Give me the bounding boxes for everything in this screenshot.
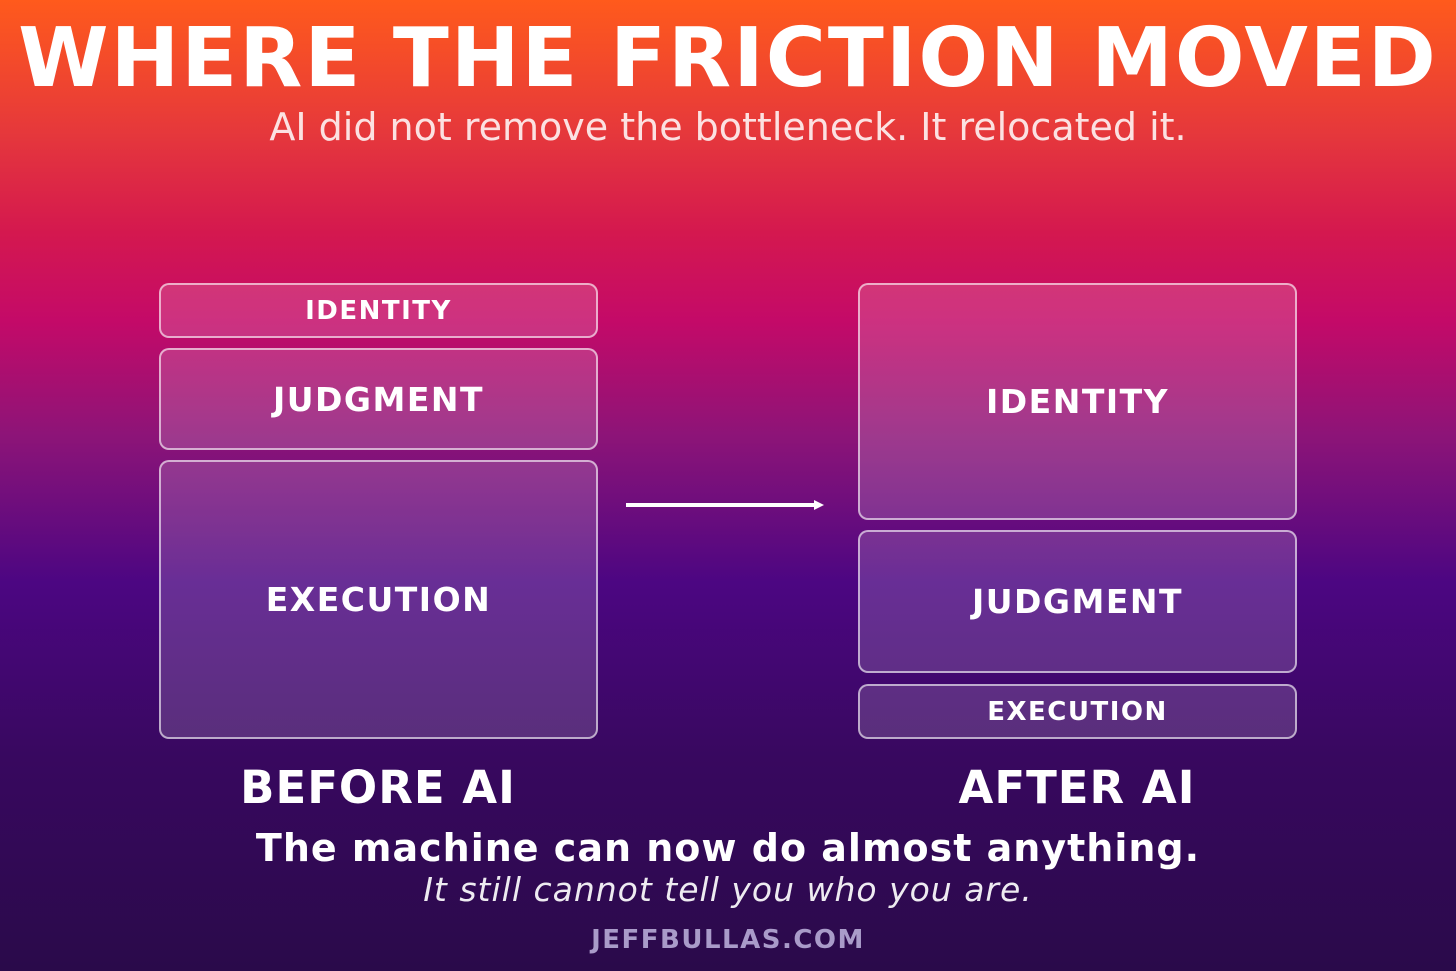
page-subtitle: AI did not remove the bottleneck. It rel… (269, 105, 1187, 149)
before-identity-block: IDENTITY (159, 283, 598, 338)
after-execution-label: EXECUTION (987, 696, 1168, 727)
after-identity-block: IDENTITY (858, 283, 1297, 520)
before-ai-label: BEFORE AI (240, 761, 516, 814)
site-credit: JEFFBULLAS.COM (591, 925, 865, 955)
page-title: WHERE THE FRICTION MOVED (18, 11, 1438, 106)
before-execution-block: EXECUTION (159, 460, 598, 739)
tagline-subtext: It still cannot tell you who you are. (423, 870, 1033, 909)
after-execution-block: EXECUTION (858, 684, 1297, 739)
after-ai-label: AFTER AI (958, 761, 1196, 814)
after-judgment-label: JUDGMENT (971, 582, 1184, 621)
before-judgment-block: JUDGMENT (159, 348, 598, 450)
transition-arrow-icon (626, 500, 824, 510)
before-identity-label: IDENTITY (305, 295, 452, 326)
after-identity-label: IDENTITY (985, 382, 1170, 421)
after-judgment-block: JUDGMENT (858, 530, 1297, 673)
tagline: The machine can now do almost anything. (255, 826, 1201, 870)
before-execution-label: EXECUTION (265, 580, 492, 619)
before-judgment-label: JUDGMENT (272, 379, 485, 419)
